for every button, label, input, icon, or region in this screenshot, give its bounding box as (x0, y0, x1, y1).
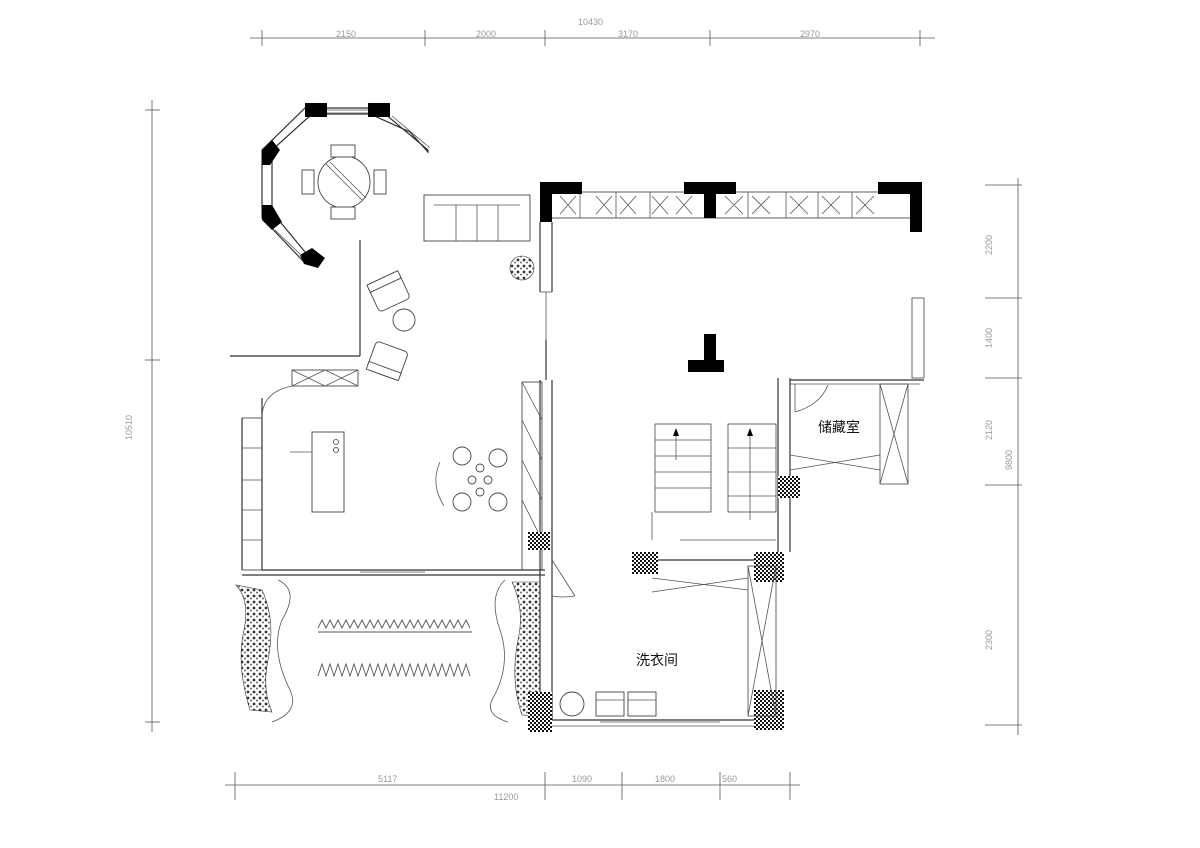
dim-top-seg-4: 2970 (800, 29, 820, 39)
window-top (291, 369, 359, 387)
storage-room-label: 储藏室 (818, 419, 860, 436)
lounge-chair (366, 270, 410, 312)
main-house: 储藏室 洗衣间 (528, 182, 925, 732)
gazebo (261, 103, 431, 268)
dimension-right: 9800 2200 1400 2120 2300 (984, 178, 1022, 735)
staircase (651, 423, 777, 541)
dining-chair (488, 448, 508, 468)
dim-left-overall: 10510 (124, 415, 134, 440)
dining-table (467, 463, 493, 497)
chair (373, 169, 387, 195)
hatched-column (754, 552, 784, 582)
stair-arrow-icon (673, 428, 679, 436)
gazebo-column (305, 103, 327, 117)
potted-plant (509, 255, 535, 281)
dim-bottom-seg-4: 560 (722, 774, 737, 784)
dimension-top: 10430 2150 2000 3170 2970 (250, 17, 935, 46)
hatched-column (754, 690, 784, 730)
dim-bottom-seg-1: 5117 (378, 774, 397, 784)
gazebo-column (300, 248, 325, 268)
storage-room: 储藏室 (789, 383, 909, 485)
dim-bottom-overall: 11200 (494, 792, 518, 802)
dim-top-overall: 10430 (578, 17, 603, 27)
laundry-room-label: 洗衣间 (636, 653, 678, 669)
outdoor-terrace (230, 194, 535, 382)
dining-arc (435, 461, 445, 507)
hatched-column (778, 476, 800, 498)
window-north (544, 191, 921, 219)
kitchen-island (311, 431, 345, 513)
hatched-column (632, 552, 658, 574)
dim-right-seg-2: 1400 (984, 328, 994, 348)
wall-column (688, 334, 724, 372)
wall-column (540, 182, 582, 222)
garden-path (271, 579, 294, 723)
dim-right-overall: 9800 (1004, 450, 1014, 470)
gazebo-column (262, 140, 280, 165)
dim-top-seg-1: 2150 (336, 29, 356, 39)
dining-chair (488, 492, 508, 512)
window-left (241, 417, 263, 571)
laundry-room: 洗衣间 (528, 532, 784, 732)
dim-top-seg-3: 3170 (618, 29, 638, 39)
dining-chair (452, 446, 472, 466)
dim-right-seg-3: 2120 (984, 420, 994, 440)
chair (301, 169, 315, 195)
dimension-left: 10510 (124, 100, 160, 732)
side-table (392, 308, 416, 332)
dim-bottom-seg-3: 1800 (655, 774, 675, 784)
dining-chair (452, 492, 472, 512)
wall-column (878, 182, 922, 232)
dim-right-seg-1: 2200 (984, 235, 994, 255)
garden (235, 579, 541, 723)
planting-row (317, 662, 471, 678)
chair (330, 206, 356, 220)
gazebo-column (368, 103, 390, 117)
dim-top-seg-2: 2000 (476, 29, 496, 39)
lounge-chair (365, 341, 408, 382)
hatched-column (528, 532, 550, 550)
gazebo-column (262, 205, 282, 230)
wall-column (684, 182, 736, 218)
washing-machine (627, 691, 657, 717)
chair (330, 144, 356, 158)
dim-bottom-seg-2: 1090 (572, 774, 592, 784)
planting-row (317, 618, 472, 633)
stair-arrow-icon (747, 428, 753, 436)
sink-icon (333, 439, 339, 445)
basin-icon (559, 691, 585, 717)
living-area (241, 369, 545, 576)
dimension-bottom: 11200 5117 1090 1800 560 (225, 772, 800, 802)
washing-machine (595, 691, 625, 717)
hatched-column (528, 692, 552, 732)
dim-right-seg-4: 2300 (984, 630, 994, 650)
